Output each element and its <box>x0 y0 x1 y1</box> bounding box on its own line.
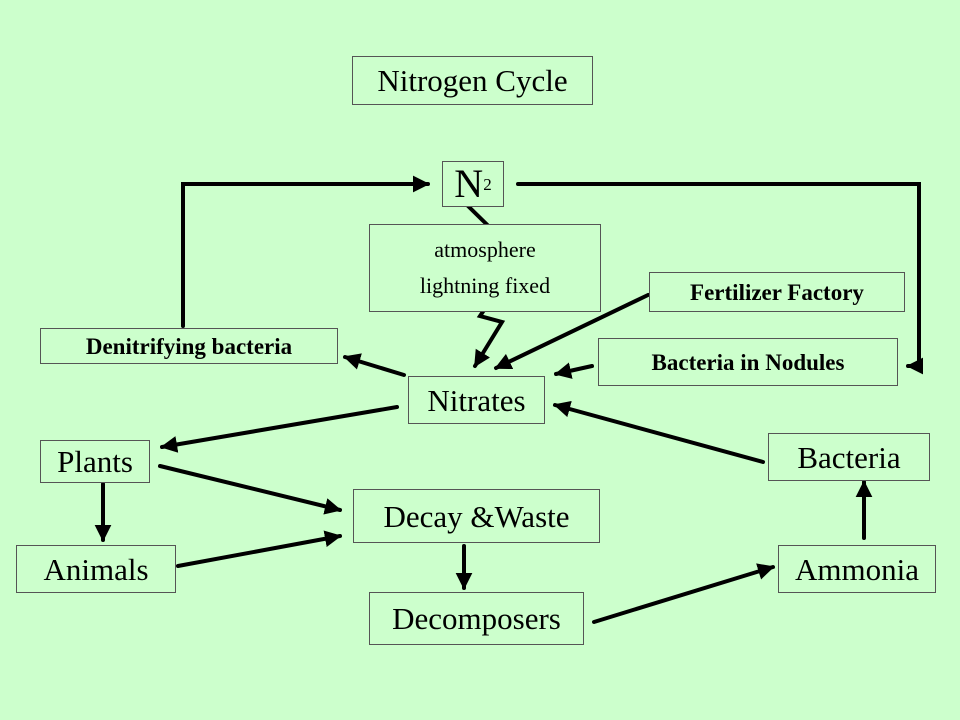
arrow-fertilizer-to-nitrates <box>494 293 650 370</box>
arrow-decomposers-to-ammonia <box>592 563 775 624</box>
node-decomposers: Decomposers <box>369 592 584 645</box>
node-decay-waste: Decay &Waste <box>353 489 600 543</box>
bacteria-label: Bacteria <box>797 439 901 475</box>
lightning-label: lightning fixed <box>419 273 551 298</box>
nitrates-label: Nitrates <box>427 382 526 418</box>
arrow-n2-to-nodules <box>516 182 924 375</box>
atmosphere-label: atmosphere <box>434 237 536 262</box>
decomposers-label: Decomposers <box>392 601 561 636</box>
n2-main: N <box>454 161 484 206</box>
node-bacteria-in-nodules: Bacteria in Nodules <box>598 338 898 386</box>
plants-label: Plants <box>57 444 133 479</box>
n2-subscript: 2 <box>483 174 492 194</box>
title-box: Nitrogen Cycle <box>352 56 593 105</box>
node-plants: Plants <box>40 440 150 483</box>
animals-label: Animals <box>43 551 149 587</box>
node-denitrifying-bacteria: Denitrifying bacteria <box>40 328 338 364</box>
arrow-plants-to-decay <box>158 464 342 515</box>
node-fertilizer-factory: Fertilizer Factory <box>649 272 905 312</box>
decay-label: Decay &Waste <box>383 498 570 534</box>
node-atmosphere: atmosphere lightning fixed <box>369 224 601 312</box>
fertilizer-label: Fertilizer Factory <box>690 279 864 305</box>
arrow-animals-to-decay <box>176 530 342 568</box>
diagram-title: Nitrogen Cycle <box>377 63 568 98</box>
nodules-label: Bacteria in Nodules <box>651 349 845 375</box>
arrow-denitrifying-to-n2 <box>181 175 430 328</box>
node-ammonia: Ammonia <box>778 545 936 593</box>
node-bacteria: Bacteria <box>768 433 930 481</box>
arrow-bacteria-to-nitrates <box>553 400 765 464</box>
ammonia-label: Ammonia <box>795 551 919 587</box>
denitrifying-label: Denitrifying bacteria <box>85 333 293 359</box>
arrow-nitrates-to-denitrifying <box>343 353 406 377</box>
node-nitrates: Nitrates <box>408 376 545 424</box>
arrow-nodules-to-nitrates <box>554 362 594 379</box>
arrow-nitrates-to-plants <box>160 405 399 453</box>
node-animals: Animals <box>16 545 176 593</box>
